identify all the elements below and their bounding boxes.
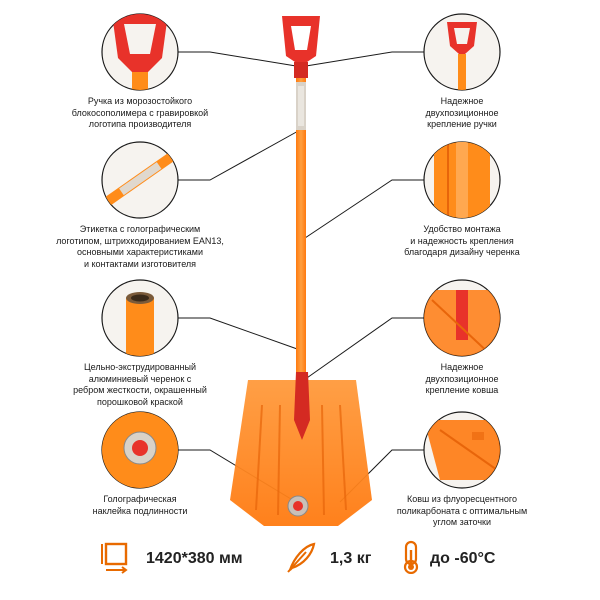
callout-blade-mount-text: Надежное двухпозиционное крепление ковша [425,362,499,395]
callout-circle-blade-mount [423,279,501,357]
specs-bar: 1420*380 мм 1,3 кг до -60°С [0,535,600,585]
callout-circle-shaft [101,279,179,357]
shovel-shaft [296,78,306,378]
shovel-blade [230,372,372,526]
feather-icon [287,542,316,573]
callout-handle-mount-text: Надежное двухпозиционное крепление ручки [425,96,499,129]
callout-handle-text: Ручка из морозостойкого блокосополимера … [71,96,209,129]
leader-lines [178,51,424,503]
callout-circle-handle [101,13,179,91]
callout-label-text: Этикетка с голографическим логотипом, шт… [56,224,224,269]
callout-circle-sticker [101,411,179,489]
callout-blade-text: Ковш из флуоресцентного поликарбоната с … [396,494,528,527]
spec-weight: 1,3 кг [330,550,372,567]
dimensions-icon [101,542,128,574]
callout-shaft-text: Цельно-экструдированный алюминиевый чере… [73,362,207,407]
callout-circle-handle-mount [423,13,501,91]
callout-circle-label [101,141,179,219]
callout-sticker-text: Голографическая наклейка подлинности [92,494,188,516]
spec-temperature: до -60°С [430,550,496,567]
spec-dimensions: 1420*380 мм [146,550,243,567]
thermometer-icon [403,540,419,574]
callout-circle-shaft-design [423,141,501,219]
callout-circle-blade [423,411,501,489]
shovel-handle [282,16,320,78]
callout-shaft-design-text: Удобство монтажа и надежность крепления … [404,224,520,257]
